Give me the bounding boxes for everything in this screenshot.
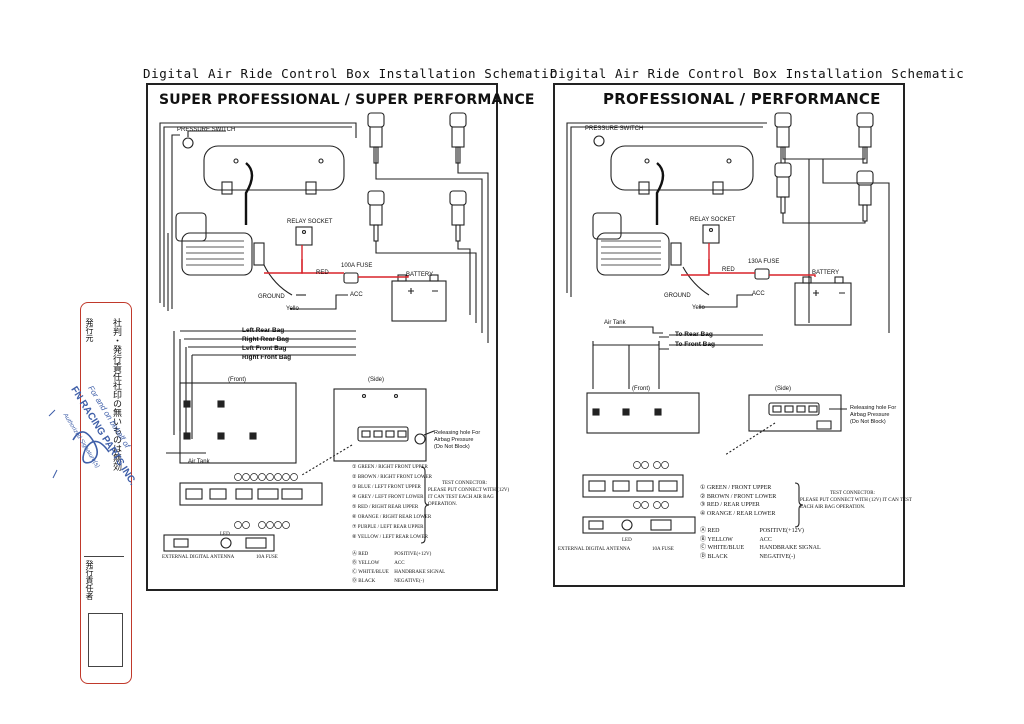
- left-front-view-label: (Front): [228, 377, 246, 383]
- wire-legend-row: ⑧ YELLOW / LEFT REAR LOWER: [352, 535, 428, 540]
- left-yello-label: Yello: [286, 306, 299, 312]
- left-ground-label: GROUND: [258, 294, 285, 300]
- issuer-label: 発行元: [85, 318, 94, 342]
- right-to-front-bag-label: To Front Bag: [675, 341, 715, 348]
- right-side-view-label: (Side): [775, 386, 792, 392]
- left-wiring-diagram: [159, 112, 489, 552]
- left-panel: [146, 83, 498, 591]
- wire-legend-row: ④ GREY / LEFT FRONT LOWER: [352, 495, 424, 500]
- left-side-view-label: (Side): [368, 377, 385, 383]
- wire-legend-row: ⑥ ORANGE / RIGHT REAR LOWER: [352, 515, 432, 520]
- right-air-tank-label: Air Tank: [604, 320, 626, 326]
- left-antenna-label: EXTERNAL DIGITAL ANTENNA: [162, 555, 235, 560]
- left-relay-socket-label: RELAY SOCKET: [287, 219, 333, 225]
- responsible-label: 発行責任者: [85, 560, 94, 600]
- left-fuse-label: 100A FUSE: [341, 263, 373, 269]
- left-air-tank-label: Air Tank: [188, 459, 210, 465]
- wire-legend-row: ① GREEN / FRONT UPPER: [700, 485, 772, 491]
- right-front-view-label: (Front): [632, 386, 650, 392]
- left-bag-label-2: Right Rear Bag: [242, 336, 289, 343]
- wire-legend-row: ③ RED / REAR UPPER: [700, 502, 760, 508]
- wire-legend-row: ② BROWN / FRONT LOWER: [700, 493, 777, 500]
- left-bag-label-4: Right Front Bag: [242, 354, 292, 361]
- left-red-label: RED: [316, 270, 329, 276]
- right-relay-socket-label: RELAY SOCKET: [690, 217, 736, 223]
- right-test-note: TEST CONNECTOR: PLEASE PUT CONNECT WITH …: [800, 491, 912, 510]
- left-bag-label-1: Left Rear Bag: [242, 327, 285, 334]
- wire-legend-row: ⑤ RED / RIGHT REAR UPPER: [352, 505, 419, 510]
- right-battery-label: BATTERY: [812, 270, 840, 276]
- wire-legend-row: ② BROWN / RIGHT FRONT LOWER: [352, 475, 432, 480]
- left-led-label: LED: [220, 532, 230, 537]
- right-to-rear-bag-label: To Rear Bag: [675, 331, 713, 338]
- right-antenna-label: EXTERNAL DIGITAL ANTENNA: [558, 547, 631, 552]
- right-10a-fuse-label: 10A FUSE: [652, 547, 674, 552]
- right-fuse-label: 130A FUSE: [748, 259, 780, 265]
- wire-legend-row: ③ BLUE / LEFT FRONT UPPER: [352, 485, 421, 490]
- left-schematic-title: Digital Air Ride Control Box Installatio…: [143, 66, 558, 81]
- right-schematic-title: Digital Air Ride Control Box Installatio…: [550, 66, 965, 81]
- wire-legend-row: ④ ORANGE / REAR LOWER: [700, 510, 776, 517]
- left-acc-label: ACC: [350, 292, 363, 298]
- left-10a-fuse-label: 10A FUSE: [256, 555, 278, 560]
- left-wire-legend: ① GREEN / RIGHT FRONT UPPER ② BROWN / RI…: [352, 464, 432, 544]
- right-acc-label: ACC: [752, 291, 765, 297]
- company-chop: For and on behalf of FN RACING PARTS INC…: [48, 384, 138, 488]
- right-pressure-switch-label: PRESSURE SWITCH: [585, 126, 644, 132]
- right-yello-label: Yello: [692, 305, 705, 311]
- issuer-stamp-box: [80, 302, 132, 684]
- left-bag-label-3: Left Front Bag: [242, 345, 287, 352]
- right-red-label: RED: [722, 267, 735, 273]
- left-test-note: TEST CONNECTOR: PLEASE PUT CONNECT WITH …: [428, 481, 510, 507]
- wire-legend-row: ① GREEN / RIGHT FRONT UPPER: [352, 465, 428, 470]
- wire-legend-row: ⑦ PURPLE / LEFT REAR UPPER: [352, 525, 424, 530]
- left-battery-label: BATTERY: [406, 272, 434, 278]
- seal-box: [88, 613, 123, 667]
- right-panel-title: PROFESSIONAL / PERFORMANCE: [603, 90, 881, 108]
- issuer-notice: 社判・発行責任社印の無いものは無効: [111, 318, 121, 471]
- right-panel: [553, 83, 905, 587]
- left-pressure-switch-label: PRESSURE SWITCH: [177, 127, 236, 133]
- right-wiring-diagram: [566, 112, 890, 534]
- right-wire-legend: ① GREEN / FRONT UPPER ② BROWN / FRONT LO…: [700, 484, 776, 518]
- right-ground-label: GROUND: [664, 293, 691, 299]
- stamp-underline: [84, 556, 124, 557]
- right-led-label: LED: [622, 538, 632, 543]
- left-panel-title: SUPER PROFESSIONAL / SUPER PERFORMANCE: [159, 92, 535, 108]
